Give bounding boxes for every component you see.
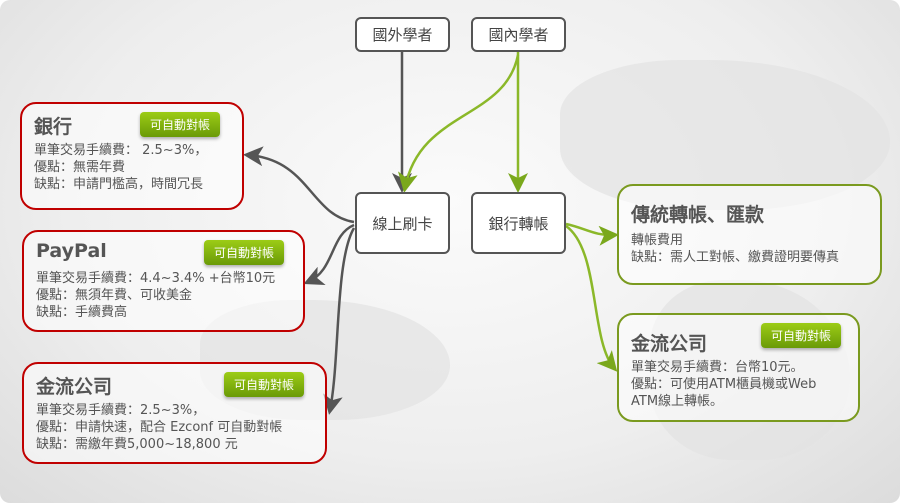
card-line: ATM線上轉帳。 <box>631 394 724 409</box>
arrow-card-to-payco <box>323 227 356 415</box>
card-line: 優點：申請快速，配合 Ezconf 可自動對帳 <box>36 420 283 435</box>
auto-reconcile-badge: 可自動對帳 <box>204 240 285 265</box>
card-bank: 銀行 可自動對帳 單筆交易手續費： 2.5~3%， 優點：無需年費 缺點：申請門… <box>20 102 244 210</box>
card-line: 缺點：需繳年費5,000~18,800 元 <box>36 437 238 452</box>
card-payment-company-transfer: 金流公司 可自動對帳 單筆交易手續費：台幣10元。 優點：可使用ATM櫃員機或W… <box>617 313 860 422</box>
arrow-card-to-bank <box>243 146 355 224</box>
auto-reconcile-badge: 可自動對帳 <box>140 112 221 137</box>
node-online-card: 線上刷卡 <box>355 192 450 254</box>
arrow-domestic-to-card <box>398 54 520 193</box>
auto-reconcile-badge: 可自動對帳 <box>224 372 305 397</box>
node-bank-transfer: 銀行轉帳 <box>471 192 566 254</box>
arrow-card-to-paypal <box>303 223 355 286</box>
card-line: 單筆交易手續費：2.5~3%， <box>36 403 206 418</box>
card-line: 單筆交易手續費：4.4~3.4% +台幣10元 <box>36 271 276 286</box>
card-line: 轉帳費用 <box>631 233 684 248</box>
arrow-transfer-to-traditional <box>565 222 619 246</box>
card-title: 金流公司 <box>631 333 708 355</box>
node-domestic-scholar: 國內學者 <box>471 17 566 52</box>
card-line: 優點：可使用ATM櫃員機或Web <box>631 377 817 392</box>
card-title: PayPal <box>36 240 107 262</box>
card-line: 單筆交易手續費：台幣10元。 <box>631 360 804 375</box>
node-foreign-scholar: 國外學者 <box>355 17 450 52</box>
card-line: 缺點：手續費高 <box>36 305 128 320</box>
card-line: 缺點：需人工對帳、繳費證明要傳真 <box>631 250 840 265</box>
card-payment-company: 金流公司 可自動對帳 單筆交易手續費：2.5~3%， 優點：申請快速，配合 Ez… <box>22 362 327 464</box>
auto-reconcile-badge: 可自動對帳 <box>761 323 842 348</box>
card-title: 銀行 <box>34 116 73 138</box>
card-line: 缺點：申請門檻高，時間冗長 <box>34 177 204 192</box>
card-line: 優點：無須年費、可收美金 <box>36 288 193 303</box>
card-traditional-transfer: 傳統轉帳、匯款 轉帳費用 缺點：需人工對帳、繳費證明要傳真 <box>617 184 882 285</box>
card-title: 金流公司 <box>36 376 113 398</box>
card-line: 優點：無需年費 <box>34 160 126 175</box>
card-title: 傳統轉帳、匯款 <box>631 204 765 226</box>
card-paypal: PayPal 可自動對帳 單筆交易手續費：4.4~3.4% +台幣10元 優點：… <box>22 230 305 332</box>
arrow-transfer-to-payco <box>565 224 618 372</box>
card-line: 單筆交易手續費： 2.5~3%， <box>34 143 208 158</box>
